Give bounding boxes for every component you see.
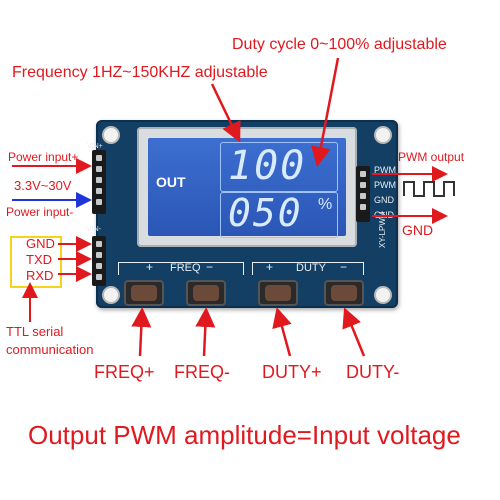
ttl-serial-label: TTL serial <box>6 324 64 339</box>
rxd-label: RXD <box>26 268 54 283</box>
serial-pin-header <box>92 236 106 286</box>
lcd-duty-segment <box>220 192 338 238</box>
silk-pwm-2: PWM <box>374 180 396 190</box>
duty-cycle-arrow <box>311 57 340 167</box>
duty-bracket <box>252 262 364 275</box>
freq-plus-label: FREQ+ <box>94 362 155 382</box>
mounting-hole <box>374 286 392 304</box>
power-voltage-label: 3.3V~30V <box>14 178 72 193</box>
pwm-output-label: PWM output <box>398 150 465 164</box>
duty-minus-label: DUTY- <box>346 362 400 382</box>
mounting-hole <box>102 126 120 144</box>
lcd-percent-sign: % <box>318 196 333 213</box>
silk-plus-duty: + <box>266 260 274 274</box>
silk-plus-freq: + <box>146 260 154 274</box>
lcd-duty-value: 050 <box>228 191 303 235</box>
freq-minus-button[interactable] <box>186 280 226 306</box>
silk-pwm-1: PWM <box>374 165 396 175</box>
gnd-left-label: GND <box>26 236 55 251</box>
bottom-note: Output PWM amplitude=Input voltage <box>28 420 461 450</box>
silk-minus-duty: − <box>340 260 348 274</box>
gnd-right-label: GND <box>402 222 434 238</box>
silk-freq: FREQ <box>170 262 201 274</box>
duty-minus-button[interactable] <box>324 280 364 306</box>
power-input-minus-label: Power input- <box>6 205 74 219</box>
silk-duty: DUTY <box>296 262 326 274</box>
duty-plus-arrow <box>272 307 292 357</box>
lcd-frequency-segment <box>220 142 338 192</box>
output-pin-header <box>356 166 370 222</box>
pwm-waveform <box>403 181 455 197</box>
frequency-arrow <box>210 83 241 143</box>
freq-bracket <box>118 262 244 275</box>
silk-vin-plus: VIN+ <box>87 143 103 150</box>
silk-minus-freq: − <box>206 260 214 274</box>
duty-minus-arrow <box>342 307 366 357</box>
lcd-out-text: OUT <box>156 174 186 190</box>
lcd-frequency-value: 100 <box>228 143 307 189</box>
txd-label: TXD <box>26 252 52 267</box>
ttl-serial-label-2: communication <box>6 342 94 357</box>
silk-gnd-1: GND <box>374 195 394 205</box>
mounting-hole <box>102 286 120 304</box>
frequency-annotation: Frequency 1HZ~150KHZ adjustable <box>12 64 268 81</box>
freq-plus-arrow <box>131 307 152 357</box>
duty-plus-button[interactable] <box>258 280 298 306</box>
power-pin-header <box>92 150 106 214</box>
power-input-plus-label: Power input+ <box>8 150 79 164</box>
duty-cycle-annotation: Duty cycle 0~100% adjustable <box>232 36 447 53</box>
silk-vin-minus: VIN- <box>87 226 101 233</box>
duty-plus-label: DUTY+ <box>262 362 322 382</box>
mounting-hole <box>374 126 392 144</box>
freq-plus-button[interactable] <box>124 280 164 306</box>
freq-minus-arrow <box>195 307 216 357</box>
freq-minus-label: FREQ- <box>174 362 230 382</box>
